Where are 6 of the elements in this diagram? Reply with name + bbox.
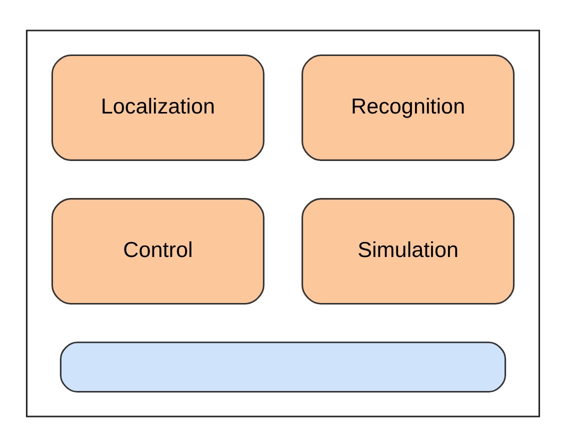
node-box: Localization [51, 54, 264, 160]
node-box: Recognition [302, 54, 515, 160]
cluster [26, 29, 540, 417]
node-bar [60, 341, 506, 392]
node-box: Control [51, 198, 264, 304]
node-box: Simulation [302, 198, 515, 304]
